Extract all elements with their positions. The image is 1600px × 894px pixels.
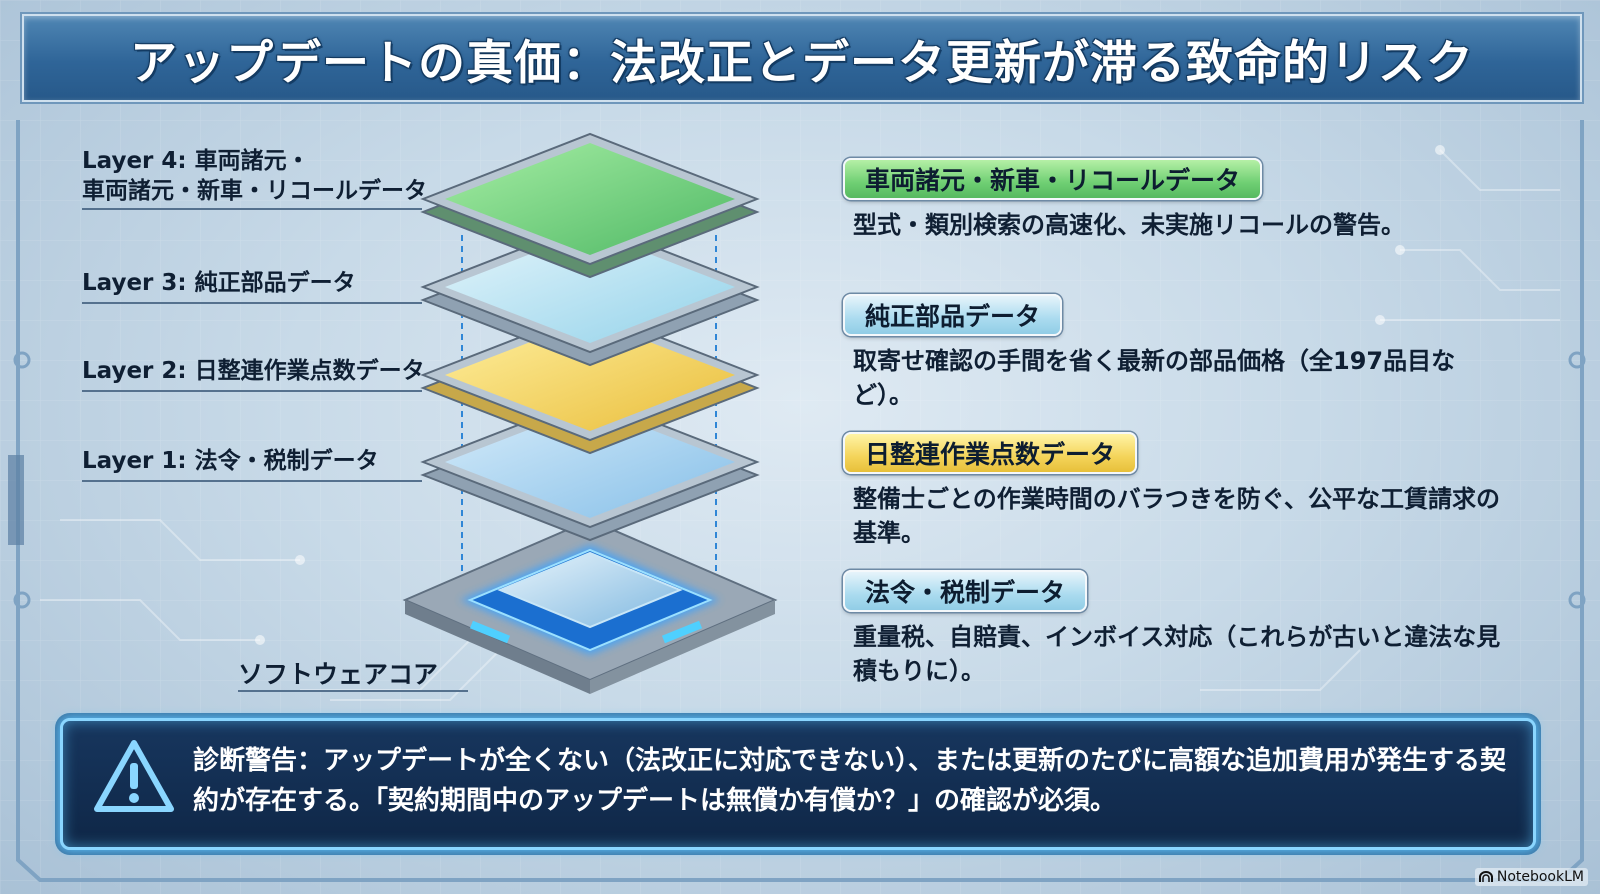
software-core-label: ソフトウェアコア — [238, 660, 439, 689]
layer-2-plate — [420, 308, 760, 455]
detail-heading-vehicle-data: 車両諸元・新車・リコールデータ — [843, 158, 1263, 200]
layer-2-leader-line — [82, 390, 422, 392]
title-bar: アップデートの真価：法改正とデータ更新が滞る致命的リスク — [22, 14, 1582, 102]
layer-2-label: Layer 2: 日整連作業点数データ — [82, 358, 425, 384]
brand-name: NotebookLM — [1496, 869, 1584, 885]
layer-3-label: Layer 3: 純正部品データ — [82, 270, 356, 296]
layer-1-leader-line — [82, 480, 422, 482]
notebooklm-logo-icon — [1478, 871, 1493, 882]
software-core-chip — [402, 518, 778, 694]
diagnostic-warning-text: 診断警告：アップデートが全くない（法改正に対応できない）、または更新のたびに高額… — [193, 746, 1507, 816]
detail-heading-parts-data: 純正部品データ — [843, 294, 1063, 336]
layer-4-label-line2: 車両諸元・新車・リコールデータ — [82, 178, 427, 204]
layer-4-label-line1: Layer 4: 車両諸元・ — [82, 148, 310, 174]
detail-heading-law-tax-data: 法令・税制データ — [843, 570, 1088, 612]
detail-description-labor-data: 整備士ごとの作業時間のバラつきを防ぐ、公平な工賃請求の基準。 — [853, 485, 1501, 547]
page-title: アップデートの真価：法改正とデータ更新が滞る致命的リスク — [130, 35, 1474, 91]
layer-4-leader-line — [82, 208, 422, 210]
layer-4-label: Layer 4: 車両諸元・ 車両諸元・新車・リコールデータ — [82, 146, 427, 206]
diagnostic-warning-box: 診断警告：アップデートが全くない（法改正に対応できない）、または更新のたびに高額… — [60, 718, 1536, 850]
detail-description-law-tax-data: 重量税、自賠責、インボイス対応（これらが古いと違法な見積もりに）。 — [853, 623, 1501, 685]
core-leader-line — [238, 690, 468, 692]
layer-1-plate — [420, 395, 760, 542]
detail-heading-labor-data: 日整連作業点数データ — [843, 432, 1138, 474]
layer-4-plate — [420, 132, 760, 279]
detail-description-vehicle-data: 型式・類別検索の高速化、未実施リコールの警告。 — [853, 211, 1405, 239]
layer-3-leader-line — [82, 302, 422, 304]
detail-description-parts-data: 取寄せ確認の手間を省く最新の部品価格（全197品目など）。 — [853, 347, 1456, 409]
brand-badge: NotebookLM — [1474, 868, 1588, 886]
layer-1-label: Layer 1: 法令・税制データ — [82, 448, 379, 474]
warning-icon — [94, 740, 174, 812]
layer-3-plate — [420, 220, 760, 367]
